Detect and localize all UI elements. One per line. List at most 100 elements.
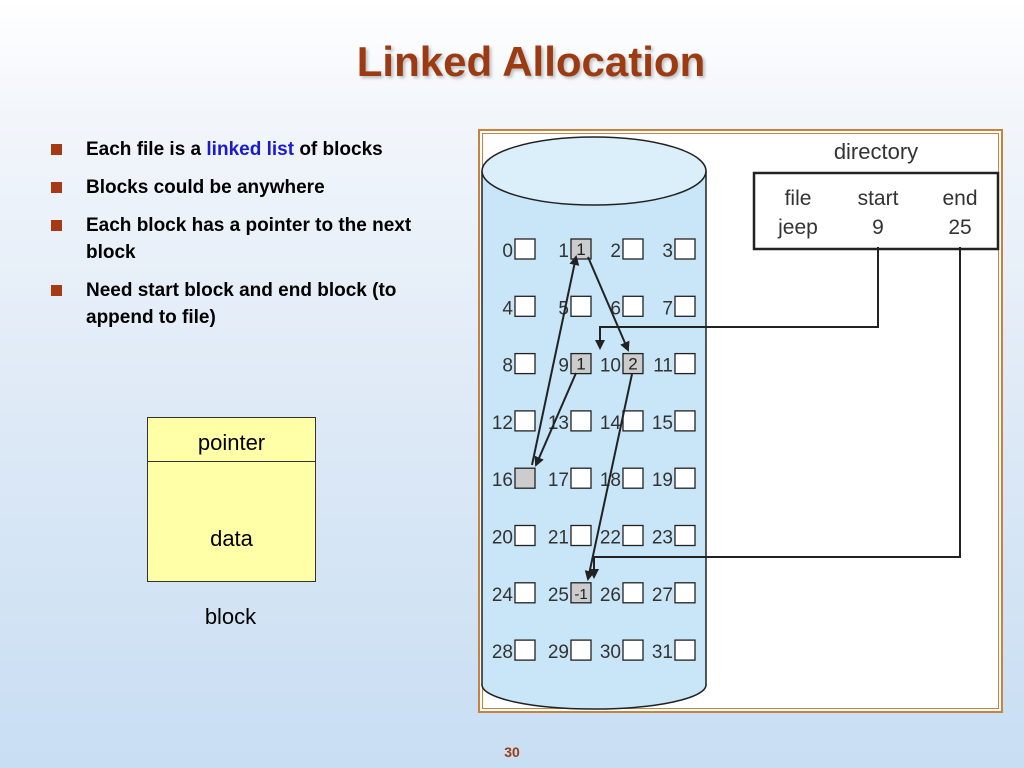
disk-block-number: 28 [492,642,513,663]
disk-block-number: 22 [600,528,621,549]
disk-block-free [622,582,644,604]
disk-block-number: 5 [558,298,569,319]
disk-block-number: 2 [610,241,621,262]
block-pointer-field: pointer [148,418,315,462]
disk-block-number: 19 [652,470,673,491]
disk-block-pointer: 1 [576,355,585,374]
directory-table: directory file start end jeep 9 25 [752,139,1000,251]
disk-block-number: 12 [492,413,513,434]
directory-cell-file: jeep [777,216,818,239]
disk-block-free [514,582,536,604]
disk-block-number: 30 [600,642,621,663]
disk-block-used [514,467,536,489]
disk-block-number: 26 [600,585,621,606]
disk-block-free [674,582,696,604]
disk-block-free [674,295,696,317]
block-structure: pointer data [147,417,316,582]
bullet-text: Each block has a pointer to the next blo… [86,215,412,263]
disk-block-free [674,639,696,661]
disk-block-free [674,238,696,260]
chain-arrow-9-16 [534,372,577,467]
start-pointer-line [595,247,879,350]
disk-block-number: 27 [652,585,673,606]
disk-block-free [570,524,592,547]
slide-title: Linked Allocation [356,38,706,85]
disk-block-free [570,295,592,317]
disk-block-number: 17 [548,470,569,491]
directory-cell-end: 25 [948,216,971,239]
bullet-item: Each file is a linked list of blocks [48,136,448,163]
disk-block-free [570,410,592,432]
square-bullet-icon [51,182,62,193]
bullet-item: Need start block and end block (to appen… [48,277,448,331]
disk-block-free [674,467,696,489]
disk-block-free [622,410,644,432]
disk-block-free [622,467,644,489]
disk-block-number: 24 [492,585,514,606]
directory-title: directory [834,139,918,164]
directory-header-end: end [942,187,977,210]
disk-block-number: 11 [653,356,673,377]
disk-block-free [622,524,644,547]
bullet-text: Blocks could be anywhere [86,177,325,198]
disk-block-number: 29 [548,642,569,663]
page-number: 30 [504,744,520,760]
disk-block-number: 8 [502,356,513,377]
disk-block-used [622,352,644,375]
disk-block-free [514,410,536,432]
block-data-field: data [210,526,253,551]
square-bullet-icon [51,220,62,231]
disk-block-number: 14 [600,413,622,434]
disk-block-free [570,467,592,489]
disk-block-free [622,295,644,317]
bullet-item: Each block has a pointer to the next blo… [48,212,448,266]
disk-block-free [570,639,592,661]
disk-block-free [514,238,536,260]
bullet-highlight: linked list [206,139,295,160]
chain-arrow-16-1 [531,255,580,466]
bullet-text: Each file is a [86,139,207,160]
disk-block-number: 31 [652,642,673,663]
bullet-text: Need start block and end block (to appen… [86,280,397,328]
disk-block-free [622,238,644,260]
directory-header-file: file [785,187,812,210]
disk-block-number: 23 [652,528,673,549]
disk-block-pointer: 2 [628,355,637,374]
disk-block-number: 21 [548,528,569,549]
disk-block-number: 25 [548,585,569,606]
block-caption: block [204,604,257,629]
square-bullet-icon [51,285,62,296]
disk-block-number: 7 [662,298,673,319]
bullet-item: Blocks could be anywhere [48,174,448,201]
disk-block-free [674,352,696,375]
disk-block-number: 13 [548,413,569,434]
disk-block-number: 20 [492,528,513,549]
disk-block-number: 18 [600,470,621,491]
chain-arrow-1-10 [587,256,630,352]
directory-cell-start: 9 [872,216,884,239]
disk-block-free [674,524,696,547]
directory-header-start: start [858,187,899,210]
disk-block-pointer: 1 [576,240,585,259]
bullet-list: Each file is a linked list of blocks Blo… [48,136,448,342]
disk-block-free [514,352,536,375]
disk-block-pointer: -1 [574,586,587,603]
square-bullet-icon [51,144,62,155]
disk-block-used [570,352,592,375]
disk-block-free [514,639,536,661]
disk-block-free [622,639,644,661]
disk-block-number: 1 [558,241,569,262]
disk-block-free [514,295,536,317]
disk-block-free [514,524,536,547]
chain-arrow-10-25 [584,373,633,581]
disk-block-number: 4 [502,298,513,319]
bullet-text-end: of blocks [294,139,383,160]
end-pointer-line [589,247,961,579]
disk-block-free [674,410,696,432]
disk-block-number: 6 [610,298,621,319]
disk-block-number: 9 [558,356,569,377]
disk-block-number: 16 [492,470,513,491]
disk-block-used [570,582,592,604]
